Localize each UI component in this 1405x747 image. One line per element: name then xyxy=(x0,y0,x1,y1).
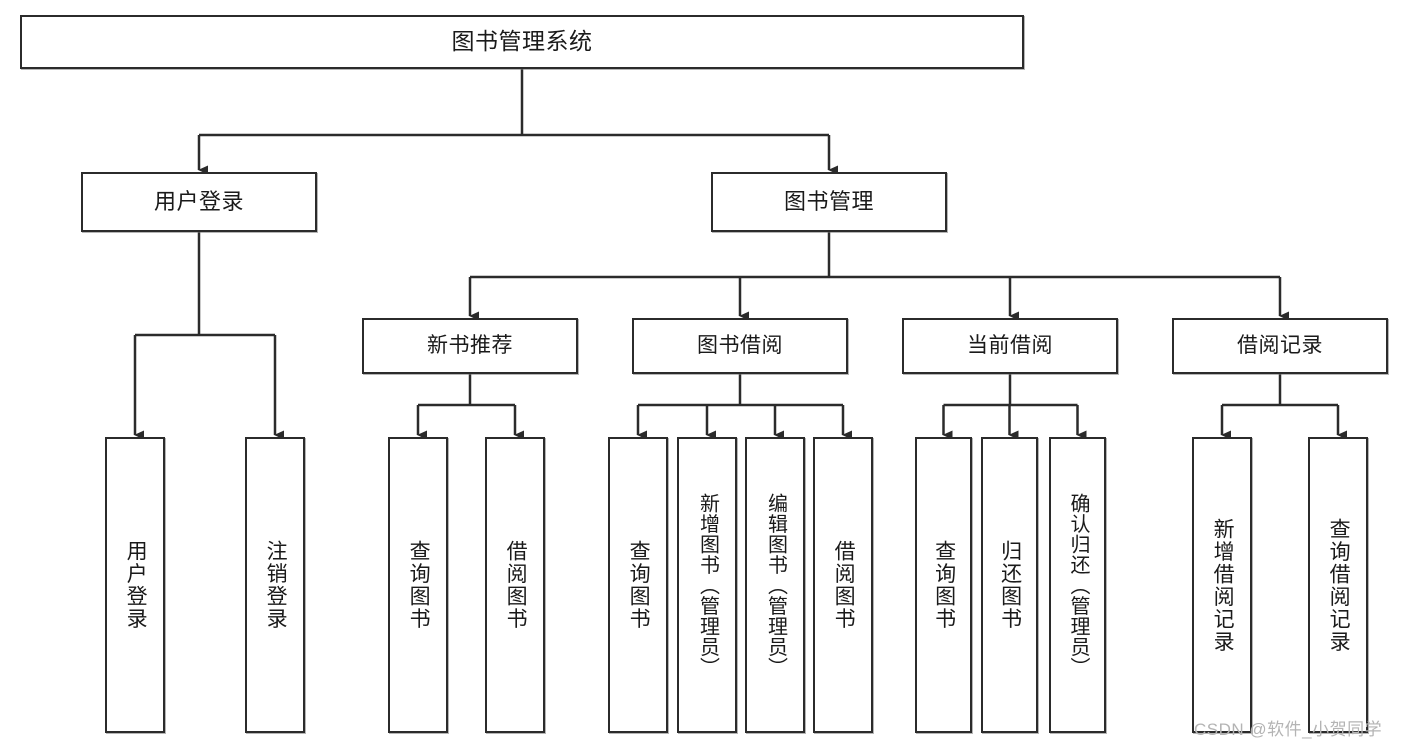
node-label: 新书推荐 xyxy=(427,333,513,357)
node-leaf-cu-return[interactable]: 归还图书 xyxy=(981,437,1038,733)
node-label: 查询图书 xyxy=(932,540,956,630)
node-leaf-nb-query[interactable]: 查询图书 xyxy=(388,437,448,733)
node-records[interactable]: 借阅记录 xyxy=(1172,318,1388,374)
node-label: 编辑图书（管理员） xyxy=(764,492,787,678)
node-label: 借阅图书 xyxy=(504,540,528,630)
node-leaf-cu-query[interactable]: 查询图书 xyxy=(915,437,972,733)
node-label: 确认归还（管理员） xyxy=(1067,492,1089,678)
node-label: 新增借阅记录 xyxy=(1211,517,1235,653)
connector-edges xyxy=(133,69,1347,440)
node-login[interactable]: 用户登录 xyxy=(81,172,317,232)
node-leaf-user-login[interactable]: 用户登录 xyxy=(105,437,165,733)
node-label: 新增图书（管理员） xyxy=(696,492,719,678)
node-leaf-nb-borrow[interactable]: 借阅图书 xyxy=(485,437,545,733)
node-label: 图书管理 xyxy=(783,189,874,215)
node-label: 借阅图书 xyxy=(832,540,856,630)
node-label: 用户登录 xyxy=(153,189,244,215)
node-leaf-bo-query[interactable]: 查询图书 xyxy=(608,437,668,733)
node-leaf-bo-edit[interactable]: 编辑图书（管理员） xyxy=(745,437,805,733)
node-label: 借阅记录 xyxy=(1237,333,1323,357)
node-root[interactable]: 图书管理系统 xyxy=(20,15,1024,69)
node-leaf-user-logout[interactable]: 注销登录 xyxy=(245,437,305,733)
node-label: 当前借阅 xyxy=(967,333,1053,357)
node-label: 查询图书 xyxy=(627,540,651,630)
node-label: 查询图书 xyxy=(407,540,431,630)
node-leaf-re-query[interactable]: 查询借阅记录 xyxy=(1308,437,1368,733)
node-leaf-bo-add[interactable]: 新增图书（管理员） xyxy=(677,437,737,733)
node-current[interactable]: 当前借阅 xyxy=(902,318,1118,374)
node-label: 图书借阅 xyxy=(697,333,783,357)
node-leaf-bo-borrow[interactable]: 借阅图书 xyxy=(813,437,873,733)
node-bookmgmt[interactable]: 图书管理 xyxy=(711,172,947,232)
node-label: 归还图书 xyxy=(998,540,1022,630)
node-label: 图书管理系统 xyxy=(451,28,593,55)
node-newbook[interactable]: 新书推荐 xyxy=(362,318,578,374)
node-label: 查询借阅记录 xyxy=(1327,517,1351,653)
node-leaf-re-add[interactable]: 新增借阅记录 xyxy=(1192,437,1252,733)
node-label: 用户登录 xyxy=(124,540,148,630)
node-leaf-cu-confirm[interactable]: 确认归还（管理员） xyxy=(1049,437,1106,733)
node-label: 注销登录 xyxy=(264,540,288,630)
watermark-label: CSDN @软件_小贺同学 xyxy=(1194,720,1383,739)
node-borrow[interactable]: 图书借阅 xyxy=(632,318,848,374)
